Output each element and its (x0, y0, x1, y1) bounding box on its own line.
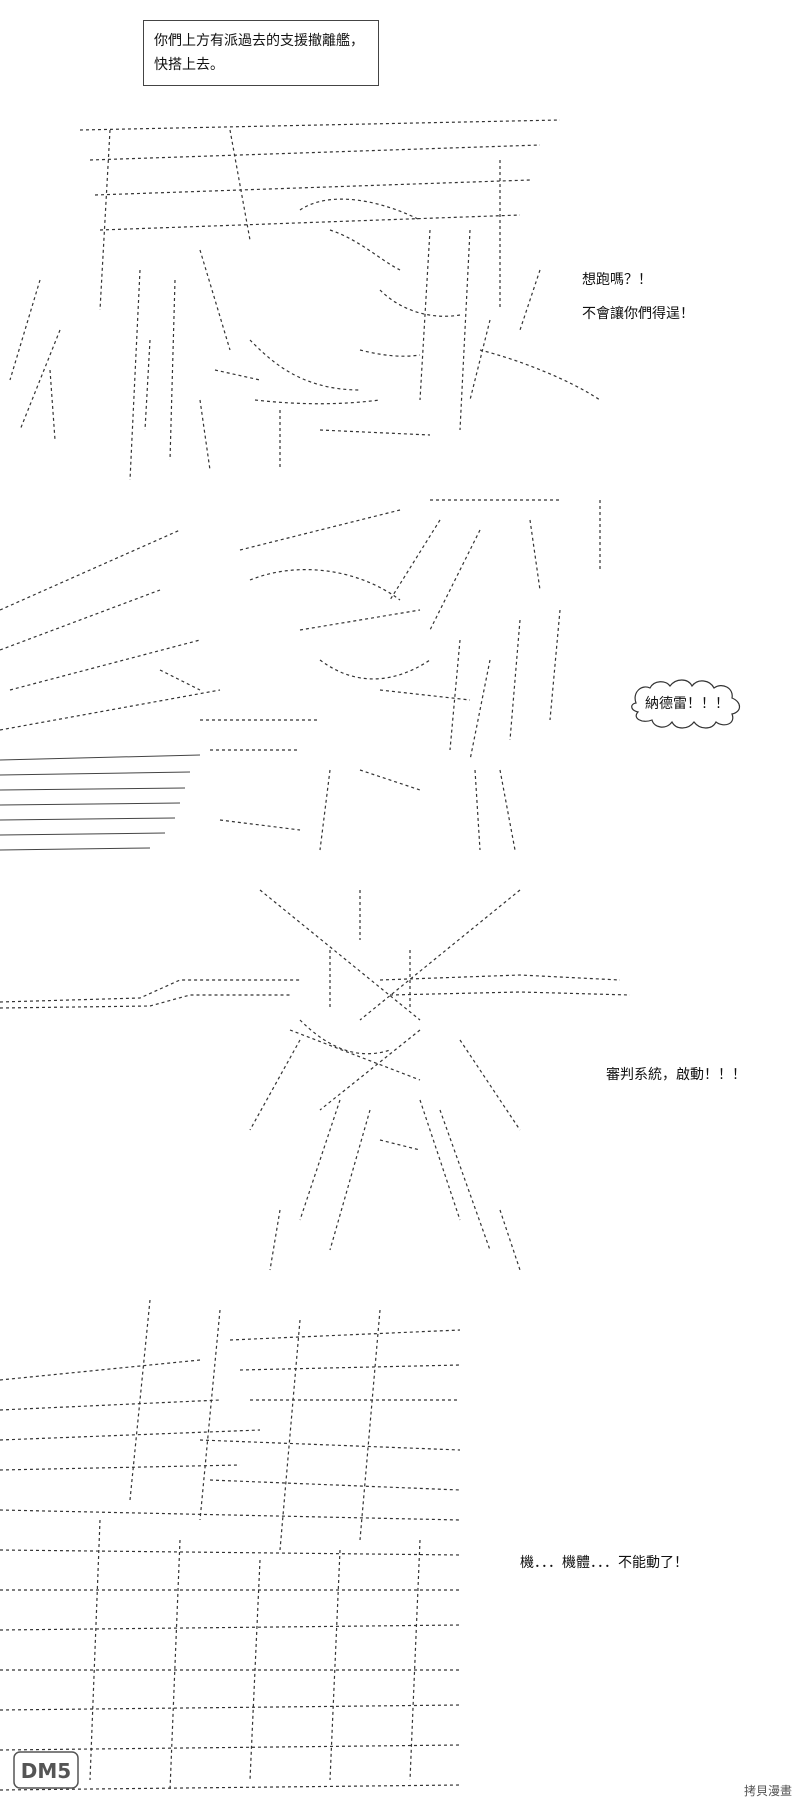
narration-line-1: 你們上方有派過去的支援撤離艦， (154, 33, 364, 49)
panel-4-dialogue: 機．．．機體．．．不能動了！ (520, 1555, 688, 1571)
logo-text: DM5 (21, 1759, 71, 1783)
narration-line-2: 快搭上去。 (154, 57, 224, 73)
watermark: 拷貝漫畫 (743, 1784, 792, 1798)
panel-4-ascii-art-crowd (0, 1300, 470, 1800)
dialogue-line-2: 不會讓你們得逞！ (582, 306, 694, 322)
sfx-burst: 納德雷！！！ (628, 676, 746, 730)
narration-box: 你們上方有派過去的支援撤離艦， 快搭上去。 (143, 20, 379, 86)
dm5-logo: DM5 (12, 1748, 80, 1794)
dialogue-line-1: 想跑嗎？！ (582, 272, 652, 288)
panel-3-ascii-art-mecha (0, 880, 690, 1280)
panel-1-dialogue: 想跑嗎？！ 不會讓你們得逞！ (582, 270, 694, 324)
panel-2-ascii-art-ships (0, 490, 620, 860)
sfx-text: 納德雷！！！ (645, 696, 729, 712)
panel-3-dialogue: 審判系統，啟動！！！ (606, 1067, 746, 1083)
panel-1-ascii-art-character (0, 100, 620, 480)
